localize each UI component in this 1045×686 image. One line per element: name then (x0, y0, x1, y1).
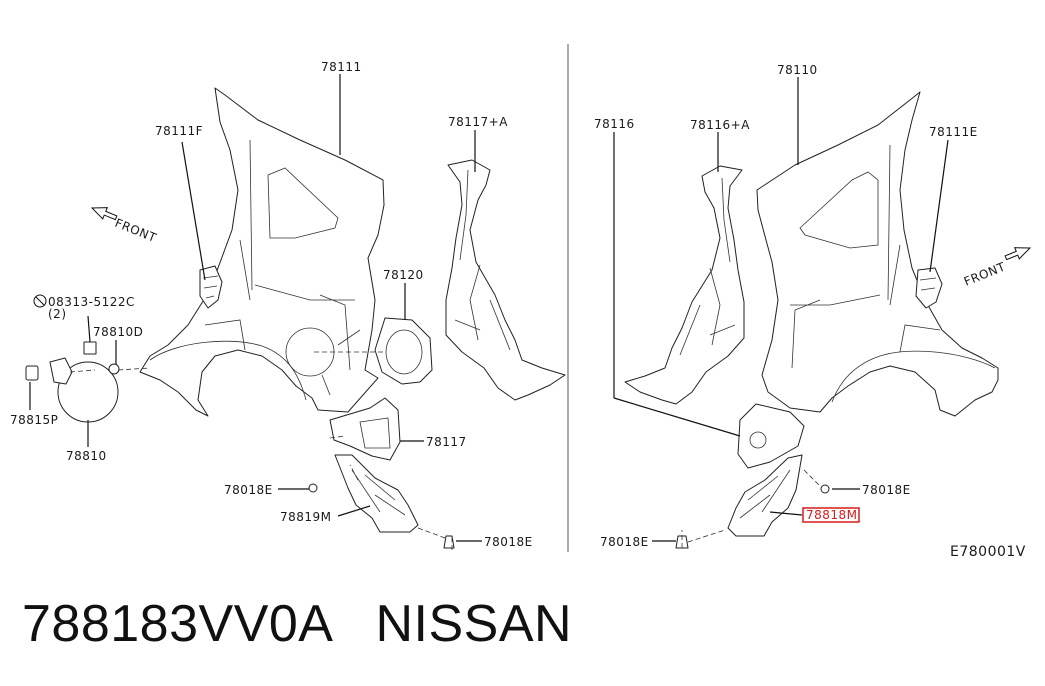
label-78117: 78117 (426, 435, 467, 449)
leader-78819M (337, 505, 371, 517)
panel-detail-right (790, 144, 941, 369)
label-78116A: 78116+A (690, 118, 750, 132)
label-bolt-qty: (2) (48, 307, 67, 321)
guide-lines-left (69, 351, 453, 550)
part-number: 788183VV0A (22, 595, 331, 653)
label-78810: 78810 (66, 449, 107, 463)
label-78120: 78120 (383, 268, 424, 282)
bolt-symbol-icon (33, 294, 47, 308)
bracket-detail (202, 275, 219, 299)
part-bolt-08313-left (83, 341, 97, 355)
fastener-78018E-left-b (443, 535, 455, 549)
label-78818M[interactable]: 78818M (806, 508, 858, 522)
leader-78818M (769, 511, 803, 516)
leader-bolt (87, 315, 91, 343)
panel-wheel-arch-left (149, 340, 307, 401)
part-78815P-clip (25, 365, 39, 381)
leader-78111F (181, 141, 206, 281)
fuel-opening-guide-left (321, 329, 361, 396)
part-78120-filler-base (374, 317, 433, 385)
part-78819M-splash-guard (334, 454, 419, 533)
guide-lines-right (681, 469, 821, 548)
part-78110-quarter-panel-right (756, 91, 999, 417)
label-78116: 78116 (594, 117, 635, 131)
part-78818M-splash-guard (727, 454, 803, 537)
front-arrow-right-icon (1004, 247, 1032, 261)
filler-base-inner (385, 329, 423, 375)
part-78810D-bumper (108, 363, 120, 375)
fastener-78018E-left-a (308, 483, 318, 493)
fastener-78018E-right-a (820, 484, 830, 494)
fastener-78018E-right-b (675, 535, 689, 549)
leader-78116-b (613, 397, 741, 437)
part-78117A-inner-pillar (445, 159, 566, 401)
splash-guard-detail-right (739, 469, 791, 519)
label-diagram-code: E780001V (950, 544, 1026, 560)
label-78018E-left-b: 78018E (484, 535, 533, 549)
label-78815P: 78815P (10, 413, 58, 427)
front-label-right: FRONT (962, 259, 1008, 288)
label-78018E-right-b: 78018E (600, 535, 649, 549)
bracket-hole-right (749, 431, 767, 449)
label-78018E-left-a: 78018E (224, 483, 273, 497)
leader-78111E (929, 139, 949, 273)
part-78116-bracket (737, 403, 805, 469)
front-arrow-left-icon (90, 207, 118, 221)
bracket-inner-opening (359, 417, 391, 449)
label-78111F: 78111F (155, 124, 203, 138)
label-78110: 78110 (777, 63, 818, 77)
pillar-detail-right (679, 177, 736, 356)
brand-name: NISSAN (375, 595, 573, 653)
highlight-box-78818M (802, 507, 860, 523)
label-78117A: 78117+A (448, 115, 508, 129)
panel-detail-left (204, 139, 355, 371)
part-78815P-hinge (49, 357, 73, 385)
right-assembly: FRONT 78110 78116 78116+A 78111E 78018E … (594, 63, 1032, 560)
label-78111: 78111 (321, 60, 362, 74)
front-label-left: FRONT (113, 216, 159, 245)
pillar-detail-left (454, 169, 511, 351)
part-78111-quarter-panel-left (139, 87, 385, 417)
part-caption: 788183VV0A NISSAN (22, 594, 572, 654)
panel-window-right (799, 171, 879, 249)
left-assembly: FRONT 78111 78111F 78117+A 78120 08313-5… (10, 60, 566, 550)
part-78117-bracket (329, 397, 401, 461)
label-78018E-right-a: 78018E (862, 483, 911, 497)
label-78819M: 78819M (280, 510, 332, 524)
panel-wheel-arch-right (831, 350, 996, 403)
panel-window-left (267, 167, 339, 239)
label-bolt-code: 08313-5122C (48, 295, 135, 309)
part-78116A-inner-pillar (624, 165, 745, 405)
label-78810D: 78810D (93, 325, 143, 339)
label-78111E: 78111E (929, 125, 978, 139)
bracket-detail-right (919, 277, 937, 291)
